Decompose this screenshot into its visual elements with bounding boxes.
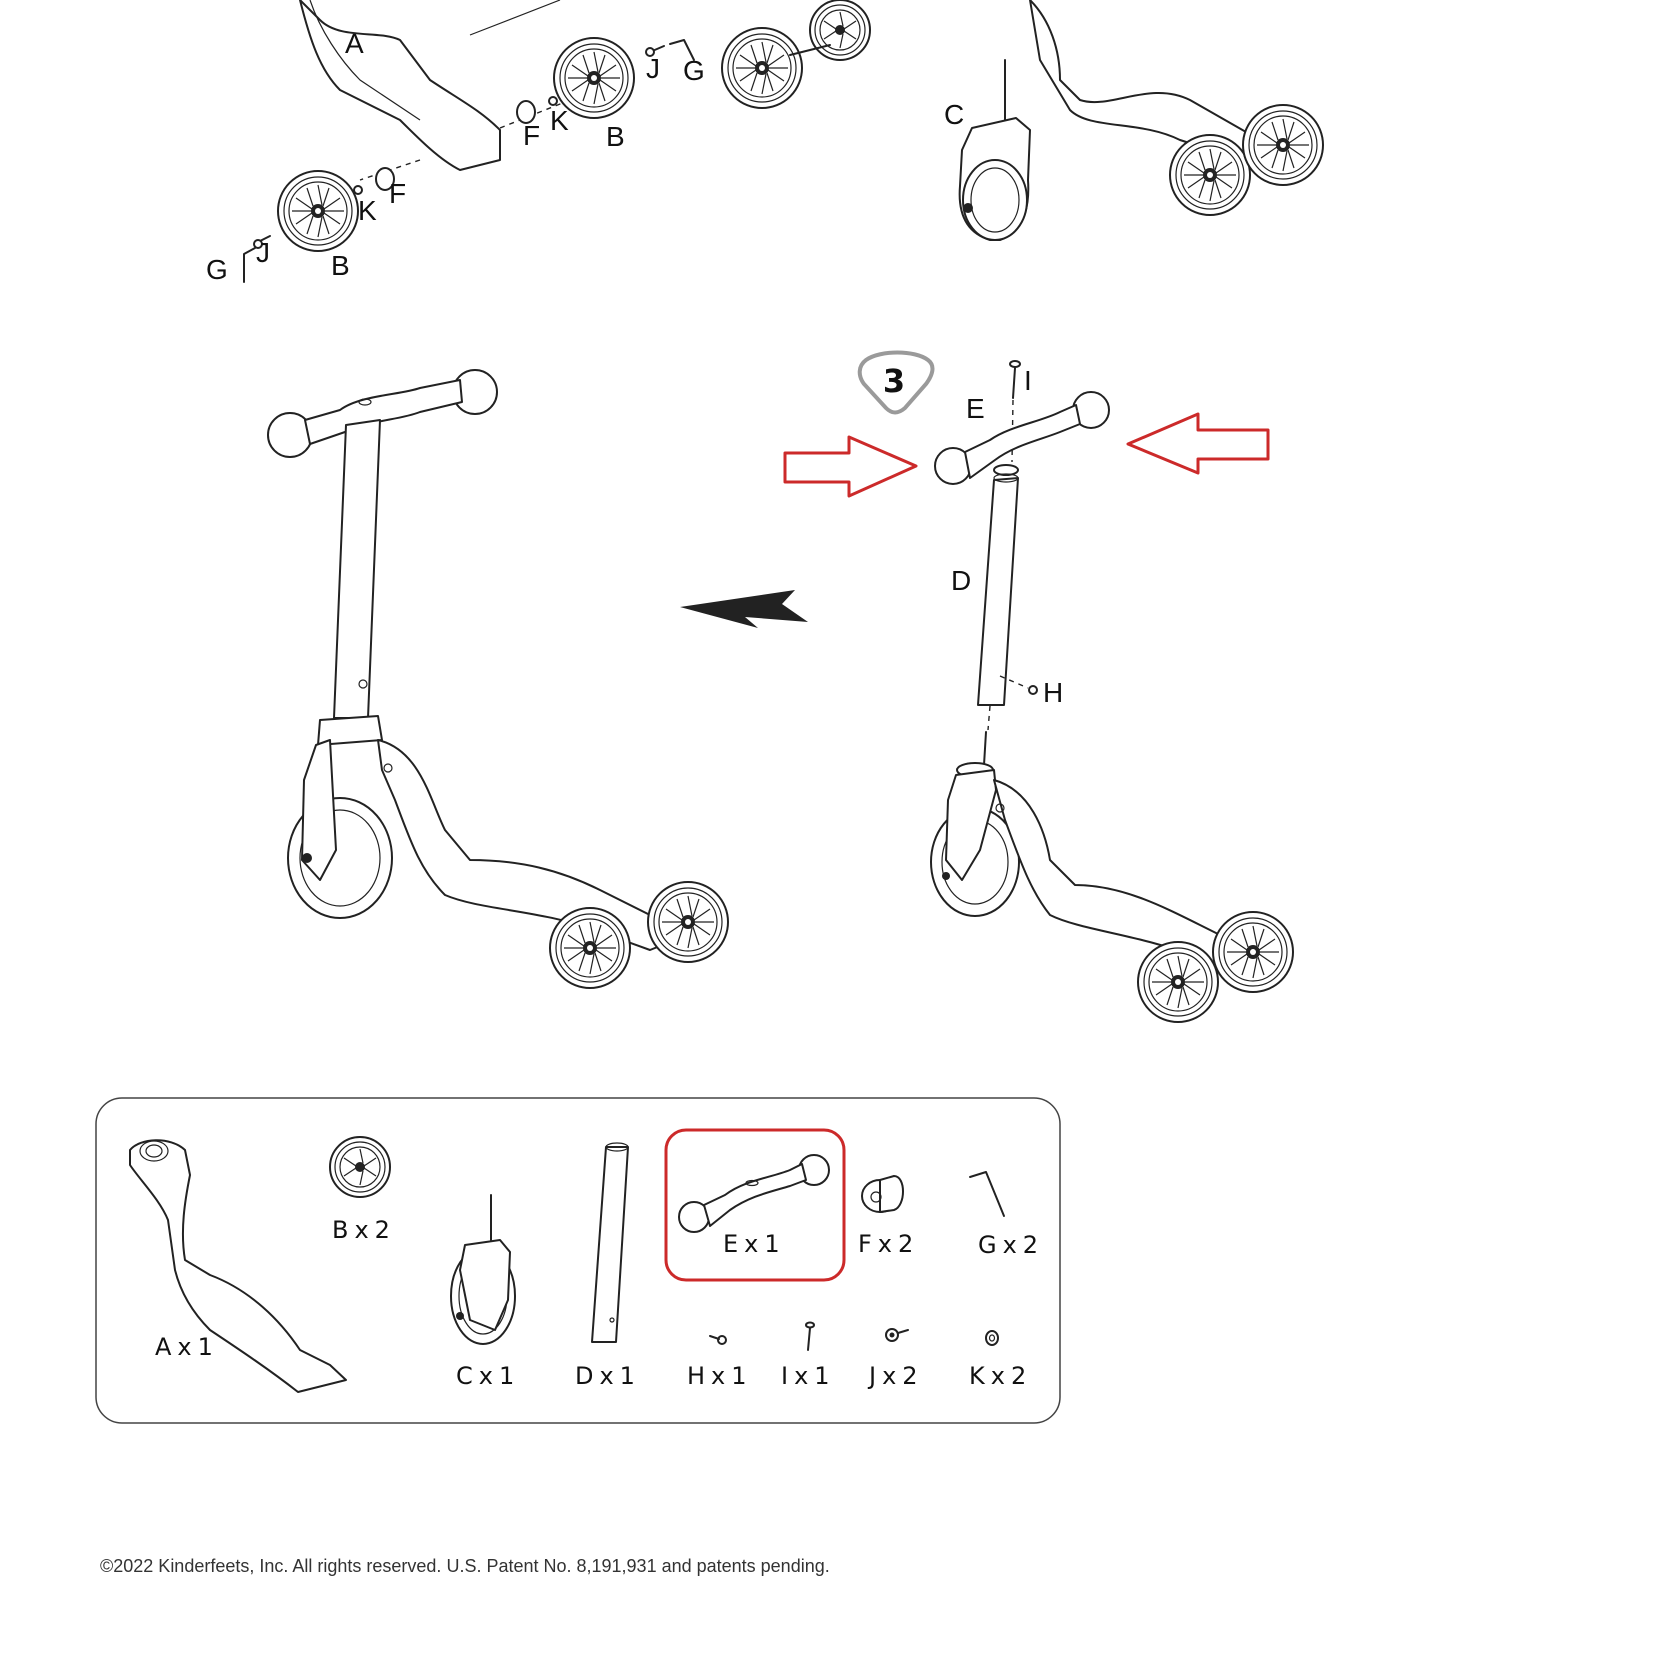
part-f-spacer-drawing <box>861 1175 904 1213</box>
part-g-hex-key-drawing <box>969 1171 1005 1217</box>
callout-h: H <box>1043 677 1063 708</box>
parts-list: Ax1 Bx2 Cx1 Dx1 Ex1 <box>95 1097 1061 1424</box>
callout-e: E <box>966 393 985 424</box>
callout-j: J <box>646 53 660 84</box>
callout-c: C <box>944 99 964 130</box>
part-d-label: Dx1 <box>575 1362 641 1390</box>
copyright-notice: ©2022 Kinderfeets, Inc. All rights reser… <box>100 1556 830 1576</box>
step-3-callouts: I E D H <box>951 365 1063 708</box>
callout-b: B <box>606 121 625 152</box>
callout-k: K <box>550 105 569 136</box>
part-a-deck-drawing <box>129 1139 347 1393</box>
callout-b: B <box>331 250 350 281</box>
callout-j: J <box>256 237 270 268</box>
callout-d: D <box>951 565 971 596</box>
callout-f: F <box>389 178 406 209</box>
part-j-bolt-drawing <box>885 1328 909 1342</box>
part-b-wheel-drawing <box>329 1136 391 1198</box>
part-k-label: Kx2 <box>969 1362 1032 1390</box>
callout-i: I <box>1024 365 1032 396</box>
part-g-label: Gx2 <box>978 1231 1044 1259</box>
part-h-bolt-drawing <box>709 1335 727 1345</box>
rear-assembly-callouts: A F K B J G K F G J B <box>206 28 705 285</box>
callout-k: K <box>358 195 377 226</box>
direction-arrow-icon <box>680 590 808 628</box>
step-3-exploded-drawing <box>930 360 1294 1023</box>
callout-g: G <box>683 55 705 86</box>
part-h-label: Hx1 <box>687 1362 753 1390</box>
rear-wheel-assembly-drawing <box>243 0 871 283</box>
part-e-highlight-box <box>664 1128 846 1282</box>
front-fork-assembly-drawing <box>958 0 1324 241</box>
assembled-scooter-drawing <box>267 369 729 989</box>
part-e-label: Ex1 <box>723 1230 786 1258</box>
part-a-label: Ax1 <box>155 1333 219 1361</box>
part-j-label: Jx2 <box>867 1362 924 1390</box>
push-right-arrow-icon <box>783 435 918 498</box>
part-c-label: Cx1 <box>456 1362 520 1390</box>
part-i-screw-drawing <box>805 1321 815 1351</box>
push-left-arrow-icon <box>1126 412 1270 475</box>
step-number: 3 <box>883 362 905 400</box>
callout-f: F <box>523 120 540 151</box>
callout-g: G <box>206 254 228 285</box>
part-b-label: Bx2 <box>332 1216 396 1244</box>
part-k-washer-drawing <box>985 1330 999 1346</box>
part-d-tube-drawing <box>591 1142 629 1343</box>
part-c-fork-drawing <box>450 1194 516 1345</box>
callout-a: A <box>345 28 364 59</box>
part-e-handlebar-drawing <box>678 1154 830 1233</box>
step-3-badge: 3 <box>857 350 935 415</box>
part-f-label: Fx2 <box>858 1230 919 1258</box>
part-i-label: Ix1 <box>781 1362 836 1390</box>
